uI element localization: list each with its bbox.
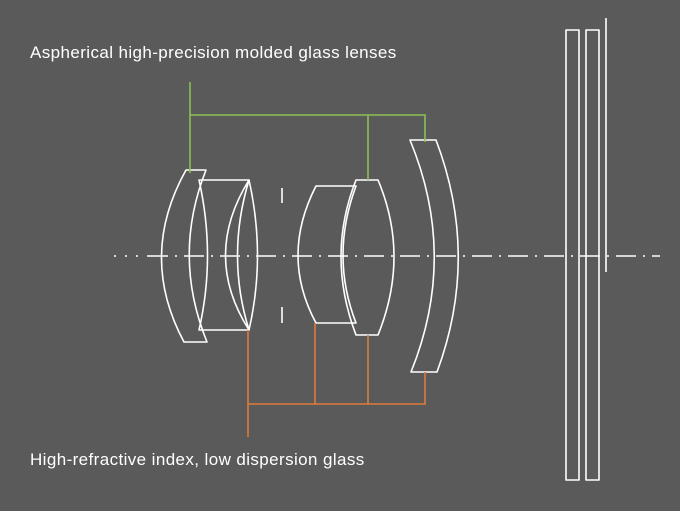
aspherical-leader-bus <box>190 114 426 142</box>
high-refractive-leader-bus <box>248 372 426 405</box>
filter-plate-2 <box>585 29 600 481</box>
filter-plate-1 <box>565 29 580 481</box>
aspherical-label: Aspherical high-precision molded glass l… <box>30 43 397 62</box>
lens-element-6 <box>409 139 460 373</box>
lens-element-5 <box>340 179 395 336</box>
lens-element-1 <box>160 169 208 343</box>
lens-element-2 <box>198 179 250 331</box>
lens-element-4 <box>297 185 357 324</box>
high-refractive-label: High-refractive index, low dispersion gl… <box>30 450 365 469</box>
lens-element-3 <box>224 179 259 331</box>
